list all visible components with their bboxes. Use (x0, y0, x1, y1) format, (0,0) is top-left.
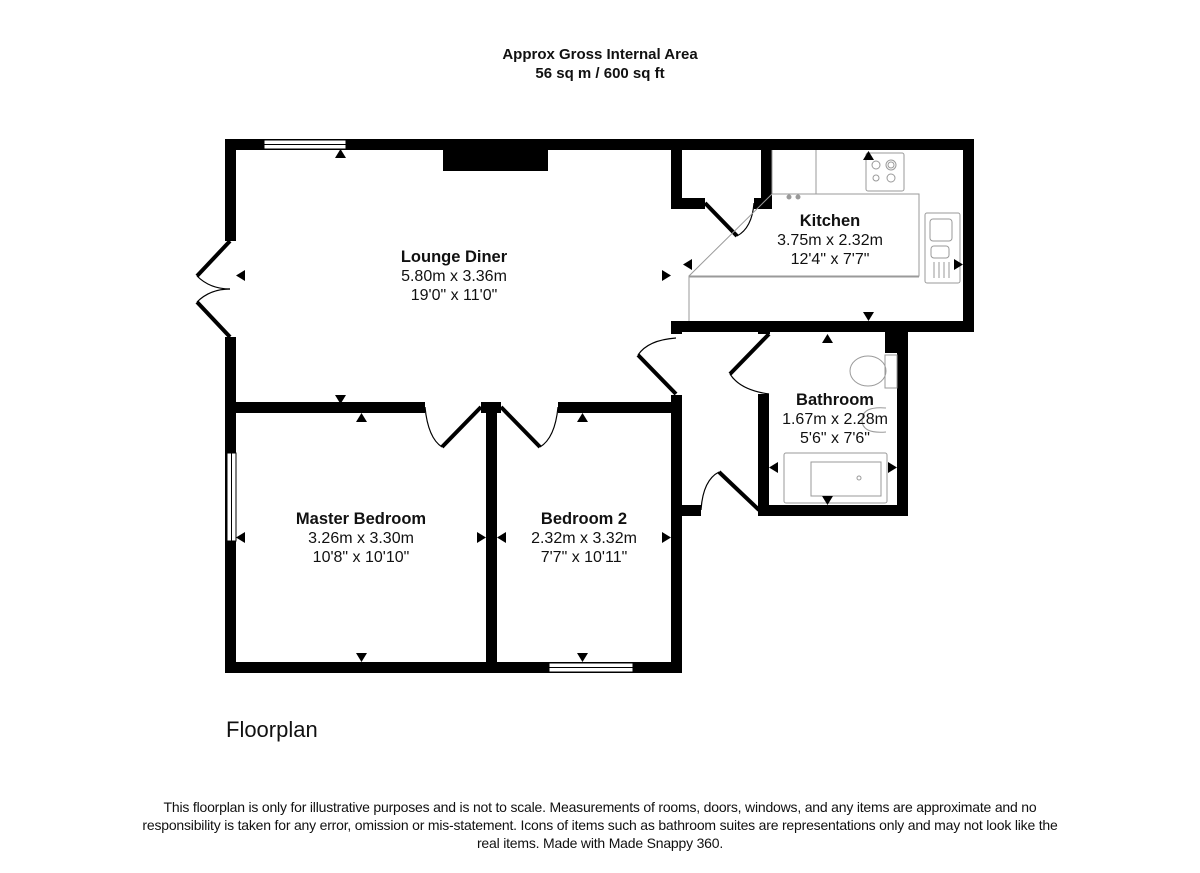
room-imperial: 5'6" x 7'6" (800, 430, 870, 447)
doors (195, 201, 771, 512)
room-metric: 2.32m x 3.32m (531, 530, 637, 547)
kitchen-fixtures (688, 150, 961, 321)
room-bedroom-2: Bedroom 2 2.32m x 3.32m 7'7" x 10'11" (531, 510, 637, 567)
dimension-arrows (236, 149, 963, 662)
room-master-bedroom: Master Bedroom 3.26m x 3.30m 10'8" x 10'… (296, 510, 426, 567)
room-lounge-diner: Lounge Diner 5.80m x 3.36m 19'0" x 11'0" (401, 248, 507, 305)
room-name: Bathroom (796, 391, 874, 409)
windows (226, 139, 634, 673)
room-kitchen: Kitchen 3.75m x 2.32m 12'4" x 7'7" (777, 212, 883, 269)
room-bathroom: Bathroom 1.67m x 2.28m 5'6" x 7'6" (782, 391, 888, 448)
room-imperial: 12'4" x 7'7" (790, 251, 870, 268)
room-metric: 1.67m x 2.28m (782, 411, 888, 428)
area-value: 56 sq m / 600 sq ft (535, 65, 665, 82)
room-imperial: 7'7" x 10'11" (540, 549, 628, 566)
room-metric: 3.26m x 3.30m (308, 530, 414, 547)
bathroom-fixtures (783, 354, 898, 504)
room-name: Kitchen (799, 212, 861, 230)
area-header: Approx Gross Internal Area 56 sq m / 600… (0, 45, 1200, 83)
room-name: Master Bedroom (295, 510, 427, 528)
room-imperial: 10'8" x 10'10" (312, 549, 410, 566)
room-metric: 5.80m x 3.36m (401, 268, 507, 285)
plan-title: Floorplan (226, 717, 318, 742)
disclaimer: This floorplan is only for illustrative … (142, 799, 1058, 851)
room-metric: 3.75m x 2.32m (777, 232, 883, 249)
area-title: Approx Gross Internal Area (502, 46, 698, 63)
room-name: Lounge Diner (400, 248, 508, 266)
room-name: Bedroom 2 (540, 510, 628, 528)
room-imperial: 19'0" x 11'0" (410, 287, 498, 304)
